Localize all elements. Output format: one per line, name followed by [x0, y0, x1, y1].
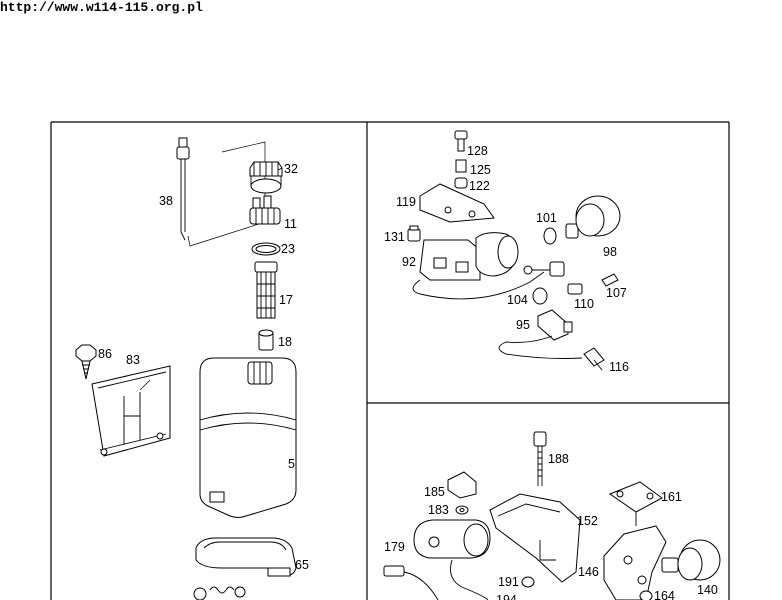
label-65: 65 [295, 558, 309, 572]
label-92: 92 [402, 255, 416, 269]
label-107: 107 [606, 286, 627, 300]
label-86: 86 [98, 347, 112, 361]
clip-185 [447, 471, 477, 499]
dipstick-38 [176, 137, 266, 247]
nut-191 [521, 576, 535, 588]
filter-17 [254, 261, 278, 319]
label-122: 122 [469, 179, 490, 193]
bolt-86 [75, 344, 97, 380]
bracket-83 [91, 365, 171, 457]
label-191: 191 [498, 575, 519, 589]
label-194: 194 [496, 593, 517, 600]
label-125: 125 [470, 163, 491, 177]
accumulator-140 [661, 539, 721, 581]
label-101: 101 [536, 211, 557, 225]
stud-188 [533, 431, 547, 486]
cap-104 [532, 287, 548, 305]
label-161: 161 [661, 490, 682, 504]
label-128: 128 [467, 144, 488, 158]
label-38: 38 [159, 194, 173, 208]
label-95: 95 [516, 318, 530, 332]
valve-block-92 [412, 232, 545, 300]
label-116: 116 [609, 360, 629, 374]
screw-107 [601, 273, 619, 287]
part-labels: 38 32 11 23 17 18 86 83 5 65 128 125 122… [98, 144, 718, 600]
source-url: http://www.w114-115.org.pl [0, 0, 203, 15]
nut-164 [639, 590, 653, 600]
label-83: 83 [126, 353, 140, 367]
label-183: 183 [428, 503, 449, 517]
pickup-11 [249, 195, 281, 225]
label-11: 11 [284, 217, 297, 231]
label-110: 110 [574, 297, 594, 311]
leader-lines [139, 167, 283, 391]
label-119: 119 [396, 195, 416, 209]
reservoir-5 [199, 357, 297, 518]
mount-146 [603, 525, 667, 600]
label-185: 185 [424, 485, 445, 499]
accumulator-98 [565, 195, 621, 239]
label-164: 164 [654, 589, 675, 600]
spring-bottom [193, 586, 246, 600]
level-switch-95 [498, 309, 583, 359]
label-146: 146 [578, 565, 599, 579]
label-140: 140 [697, 583, 718, 597]
label-131: 131 [384, 230, 405, 244]
strap-65 [195, 537, 297, 577]
sensor-cable-110 [523, 261, 583, 295]
label-104: 104 [507, 293, 528, 307]
gasket-23 [251, 242, 281, 256]
bracket-152 [489, 493, 581, 583]
label-5: 5 [288, 457, 295, 471]
label-152: 152 [577, 514, 598, 528]
sleeve-18 [258, 329, 274, 351]
plug-131 [407, 225, 421, 242]
screw-stack-128 [454, 130, 468, 189]
cap-32 [249, 161, 283, 194]
label-179: 179 [384, 540, 405, 554]
label-17: 17 [279, 293, 293, 307]
label-32: 32 [284, 162, 298, 176]
bolt-116 [583, 347, 605, 371]
label-18: 18 [278, 335, 292, 349]
pump-179 [383, 519, 491, 600]
label-23: 23 [281, 242, 295, 256]
panel-frames [50, 121, 730, 600]
label-188: 188 [548, 452, 569, 466]
bracket-119 [419, 183, 495, 223]
oring-101 [543, 227, 557, 245]
bracket-161 [608, 481, 663, 526]
washer-183 [455, 505, 469, 515]
label-98: 98 [603, 245, 617, 259]
